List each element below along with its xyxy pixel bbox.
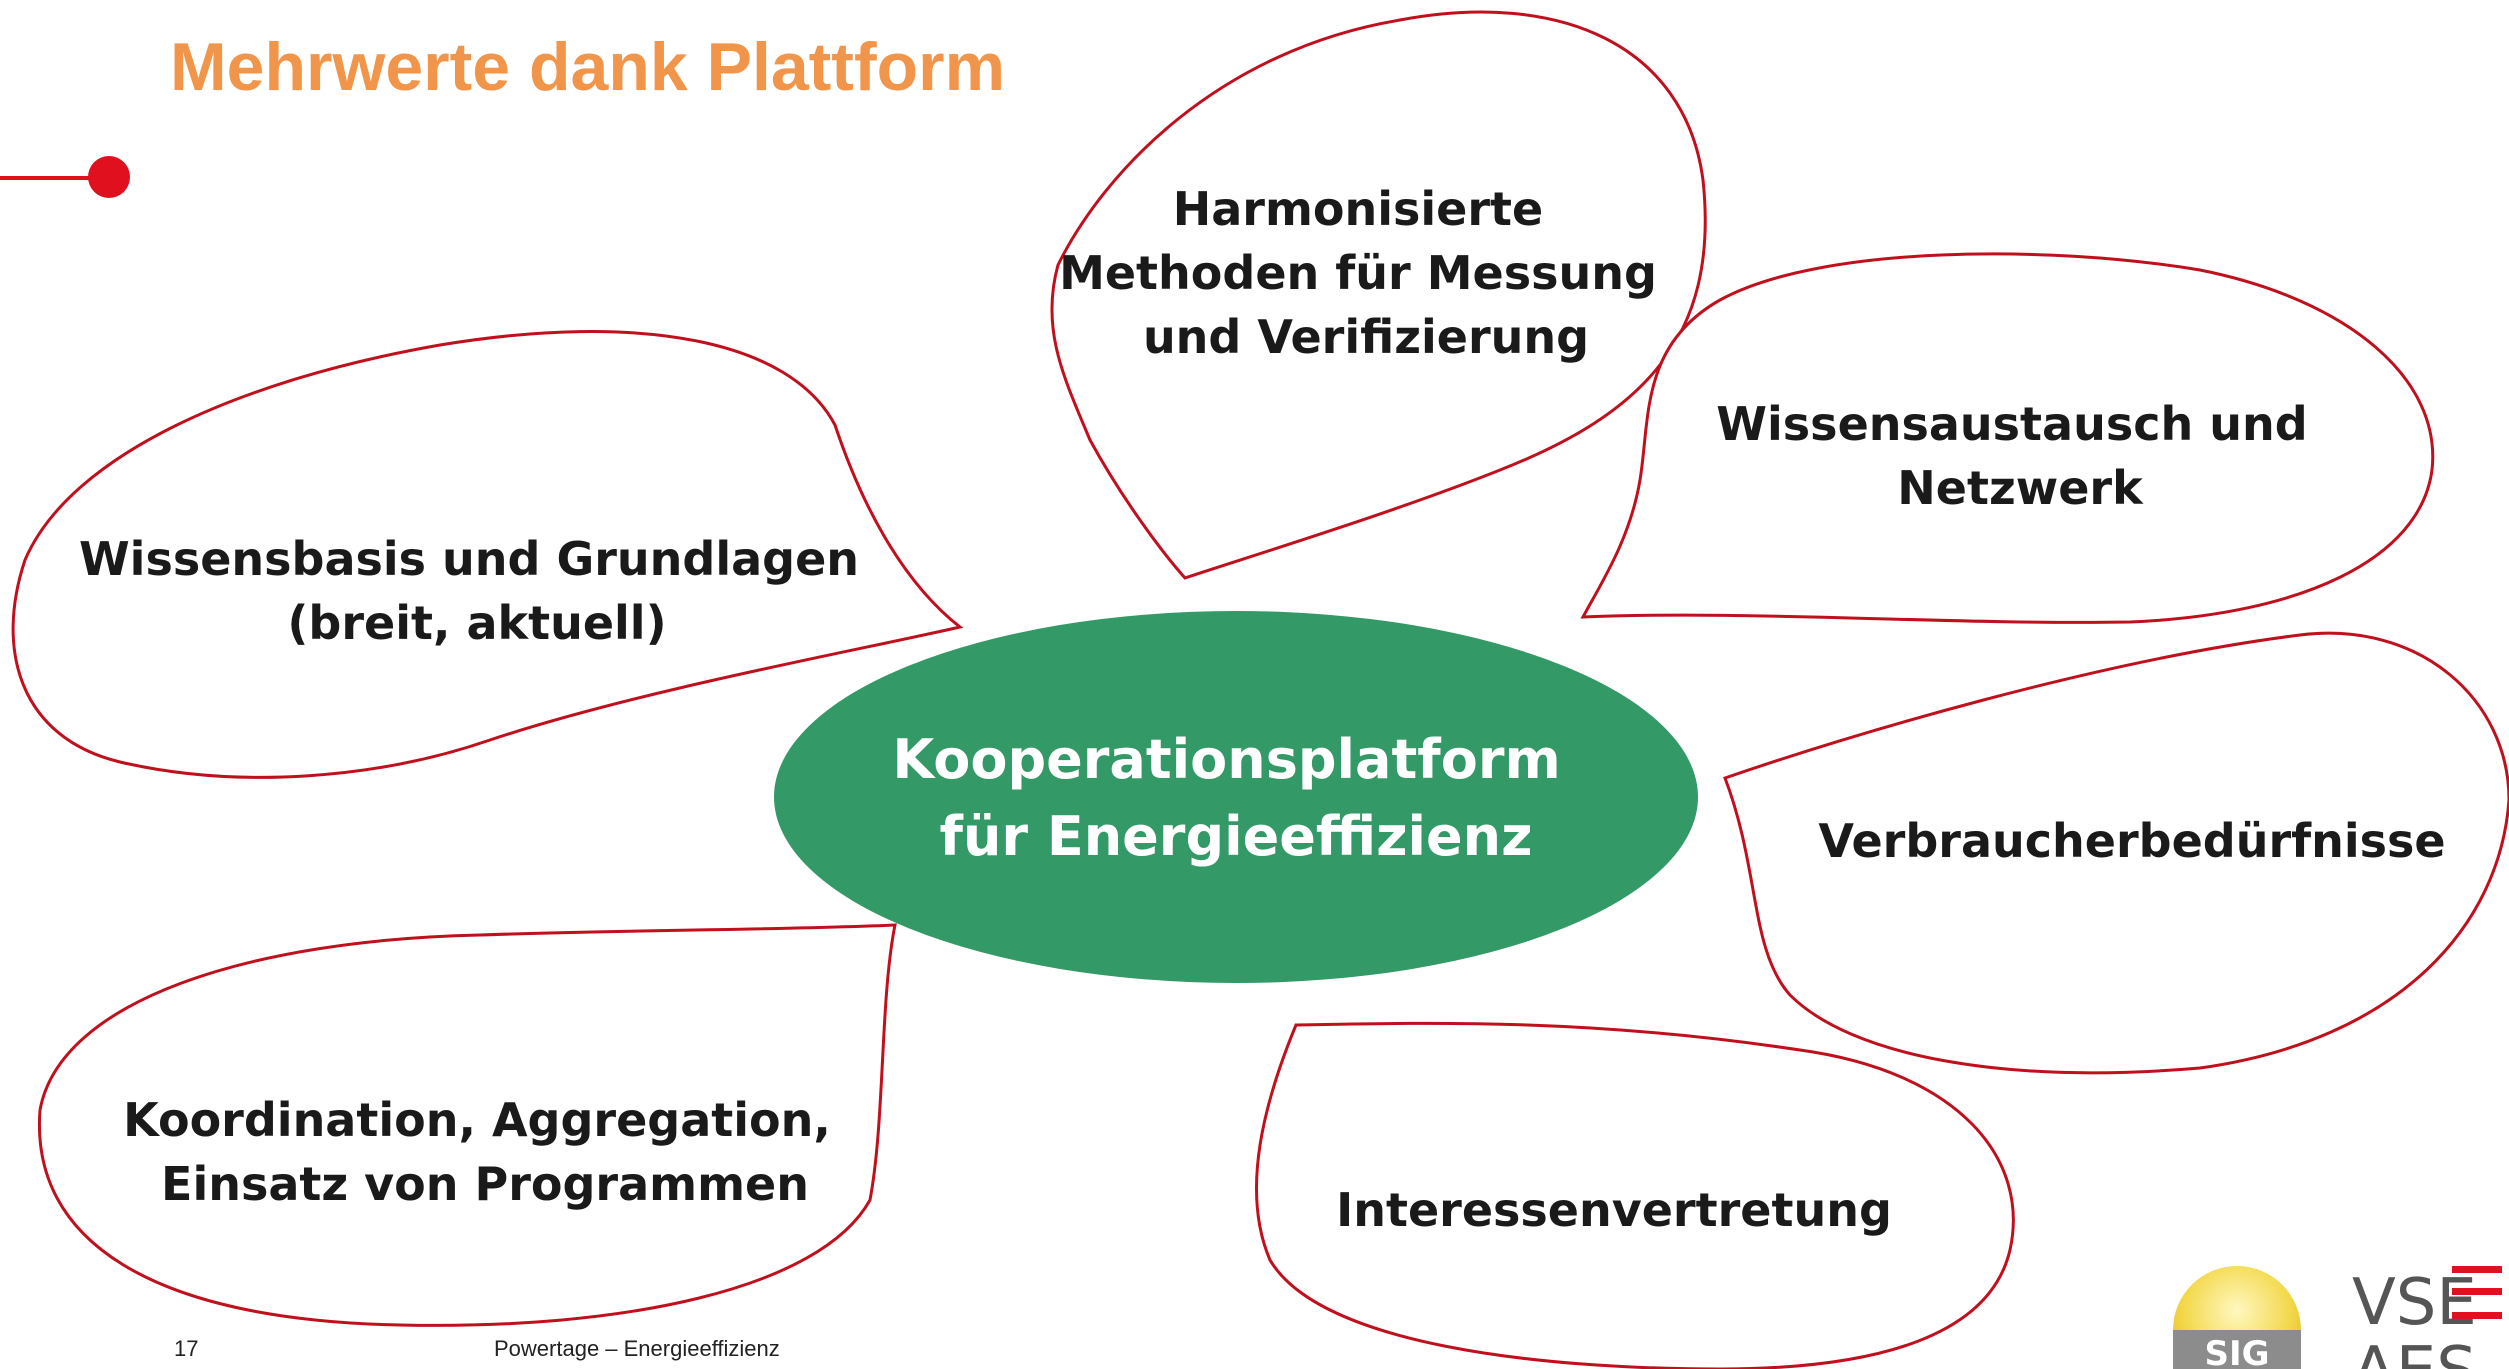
center-ellipse <box>774 611 1698 983</box>
divider-dot <box>88 156 130 198</box>
sig-logo: SIG <box>2173 1266 2301 1369</box>
label-interessen-line-1: Interessenvertretung <box>1336 1183 1892 1237</box>
label-wissensaustausch-line-2: Netzwerk <box>1897 461 2144 515</box>
footer-text: Powertage – Energieeffizienz <box>494 1336 780 1361</box>
aes-logo-text: AES <box>2352 1334 2477 1369</box>
label-wissensaustausch-line-1: Wissensaustausch und <box>1716 397 2307 451</box>
bubble-wissensaustausch <box>1580 252 2435 624</box>
page-title: Mehrwerte dank Plattform <box>170 29 1006 105</box>
label-koordination-line-1: Koordination, Aggregation, <box>123 1093 831 1147</box>
vse-logo-text: VSE <box>2352 1266 2477 1340</box>
vse-red-bar-1 <box>2452 1266 2502 1273</box>
label-center-line-2: für Energieeffizienz <box>939 805 1532 868</box>
vse-aes-logo: VSE AES <box>2352 1266 2502 1369</box>
label-center-line-1: Kooperationsplatform <box>892 728 1560 791</box>
bubble-verbraucher <box>1723 631 2509 1075</box>
label-harmonisierte-line-1: Harmonisierte <box>1173 182 1544 236</box>
bubble-koordination <box>37 923 897 1327</box>
label-wissensbasis-line-2: (breit, aktuell) <box>287 596 666 650</box>
label-koordination-line-2: Einsatz von Programmen <box>161 1157 809 1211</box>
bubble-harmonisierte <box>1050 10 1707 580</box>
sig-logo-text: SIG <box>2204 1334 2269 1369</box>
label-verbraucher: Verbraucherbedürfnisse <box>1818 814 2445 868</box>
label-center: Kooperationsplatform für Energieeffizien… <box>892 728 1579 868</box>
label-wissensbasis: Wissensbasis und Grundlagen (breit, aktu… <box>79 532 875 650</box>
vse-red-bar-3 <box>2452 1312 2502 1319</box>
label-wissensbasis-line-1: Wissensbasis und Grundlagen <box>79 532 859 586</box>
label-verbraucher-line-1: Verbraucherbedürfnisse <box>1818 814 2445 868</box>
label-koordination: Koordination, Aggregation, Einsatz von P… <box>123 1093 847 1211</box>
sig-band <box>2173 1330 2301 1369</box>
bubble-labels: Wissensbasis und Grundlagen (breit, aktu… <box>79 182 2446 1237</box>
bubble-interessen <box>1254 1021 2015 1369</box>
label-harmonisierte-line-2: Methoden für Messung <box>1059 246 1657 300</box>
bubble-wissensbasis <box>11 330 964 779</box>
label-harmonisierte: Harmonisierte Methoden für Messung und V… <box>1059 182 1673 364</box>
label-wissensaustausch: Wissensaustausch und Netzwerk <box>1716 397 2323 515</box>
label-interessen: Interessenvertretung <box>1336 1183 1892 1237</box>
vse-red-bar-2 <box>2452 1288 2502 1295</box>
label-harmonisierte-line-3: und Verifizierung <box>1143 310 1589 364</box>
page-number: 17 <box>174 1336 199 1361</box>
